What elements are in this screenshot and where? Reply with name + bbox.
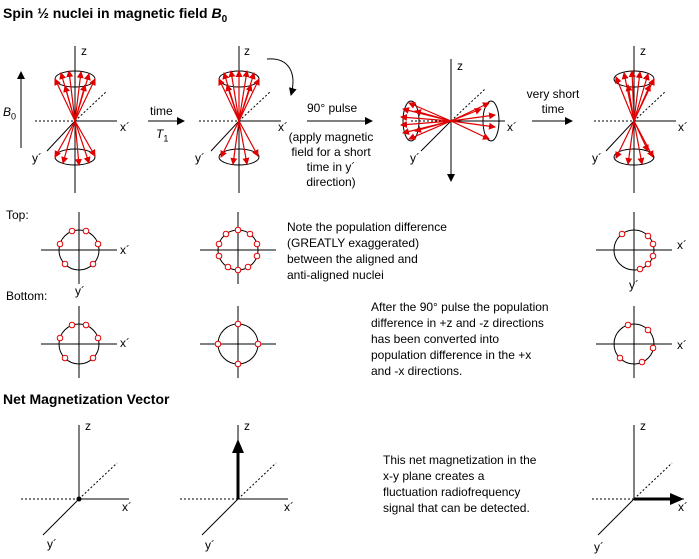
y-axis-back <box>633 90 667 122</box>
net-axes-4 <box>592 425 684 536</box>
short-time-label: very short time <box>526 87 580 116</box>
right-cone-ellipse <box>482 100 500 142</box>
y-axis-back <box>74 90 108 122</box>
z-axis-label: z <box>640 419 646 433</box>
cone-diagram-after-pulse <box>400 59 505 182</box>
cone-diagram-after-short-time <box>594 46 676 193</box>
rotation-arrow <box>266 58 297 96</box>
t1-label: T1 <box>156 127 169 144</box>
x-axis-label: x´ <box>677 238 687 252</box>
spin-dots <box>618 230 657 273</box>
y-axis-label: y´ <box>47 537 57 551</box>
x-axis-label: x´ <box>120 120 130 134</box>
spin-vectors <box>400 102 496 140</box>
y-axis <box>46 120 76 152</box>
y-axis-label: y´ <box>410 151 420 165</box>
lower-cone-ellipse <box>613 148 655 166</box>
pulse-arrow-label: 90° pulse <box>307 101 358 115</box>
y-axis-label: y´ <box>629 278 639 292</box>
x-axis-label: x´ <box>284 500 294 514</box>
x-axis-label: x´ <box>278 120 288 134</box>
left-cone-ellipse <box>402 100 420 142</box>
x-axis-label: x´ <box>507 120 517 134</box>
lower-cone-ellipse <box>218 148 260 166</box>
y-axis-label: y´ <box>594 540 604 554</box>
bottom-view-1 <box>41 306 117 378</box>
bottom-view-4 <box>596 306 672 378</box>
z-axis-label: z <box>244 44 250 58</box>
time-arrow-label: time <box>150 104 173 118</box>
y-axis-back <box>238 90 272 122</box>
cone-diagram-equilibrium-1 <box>35 46 117 193</box>
b0-label: B0 <box>3 105 17 122</box>
after-pulse-note: After the 90° pulse the population diffe… <box>371 300 549 378</box>
spin-dots <box>56 321 102 362</box>
top-row-label: Top: <box>6 208 29 222</box>
net-magnetization-zero-dot <box>76 496 82 502</box>
top-view-1 <box>41 212 117 284</box>
spin-dots <box>56 227 102 268</box>
y-axis-label: y´ <box>205 538 215 552</box>
vector-arrowhead <box>232 439 244 453</box>
y-axis <box>420 120 452 152</box>
net-axes-2 <box>180 425 288 536</box>
spin-dots <box>215 226 261 274</box>
bottom-view-2 <box>200 306 276 378</box>
net-magnetization-note: This net magnetization in the x-y plane … <box>383 453 537 515</box>
x-axis-label: x´ <box>678 120 688 134</box>
z-axis-label: z <box>81 44 87 58</box>
z-axis-label: z <box>640 44 646 58</box>
pulse-note: (apply magnetic field for a short time i… <box>288 130 374 189</box>
bottom-row-label: Bottom: <box>6 289 48 303</box>
spin-dots <box>214 320 262 368</box>
vector-arrowhead <box>670 493 684 505</box>
top-view-4 <box>596 212 672 284</box>
y-axis-label: y´ <box>592 151 602 165</box>
x-axis-label: x´ <box>120 336 130 350</box>
spin-vectors <box>218 70 260 165</box>
x-axis-label: x´ <box>677 338 687 352</box>
cone-diagram-equilibrium-2 <box>199 46 297 193</box>
z-axis-label: z <box>457 59 463 73</box>
y-axis-label: y´ <box>32 151 42 165</box>
x-axis-label: x´ <box>122 500 132 514</box>
net-axes-1 <box>21 425 129 536</box>
x-axis-label: x´ <box>678 500 688 514</box>
y-axis-label: y´ <box>75 284 85 298</box>
z-axis-label: z <box>85 419 91 433</box>
spin-vectors <box>54 70 96 166</box>
net-magnetization-title: Net Magnetization Vector <box>3 391 170 407</box>
z-axis-label: z <box>244 419 250 433</box>
page-title: Spin ½ nuclei in magnetic field B0 <box>3 5 228 25</box>
y-axis <box>210 120 240 152</box>
y-axis <box>605 120 635 152</box>
spin-dots <box>616 321 657 366</box>
x-axis-label: x´ <box>120 243 130 257</box>
y-axis-back <box>450 88 486 122</box>
population-note: Note the population difference (GREATLY … <box>287 220 447 282</box>
spin-vectors <box>615 70 655 165</box>
top-view-2 <box>200 212 276 284</box>
y-axis-label: y´ <box>195 151 205 165</box>
